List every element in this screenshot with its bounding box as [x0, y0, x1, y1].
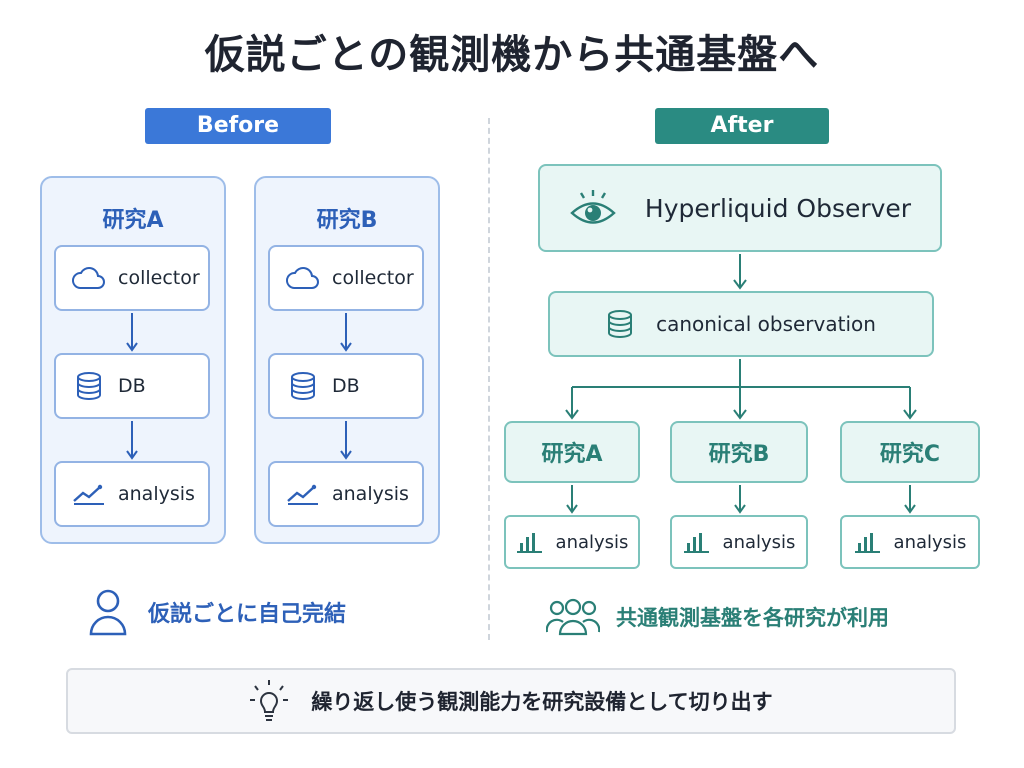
before-caption-row: 仮説ごとに自己完結 [88, 588, 346, 636]
canonical-label: canonical observation [656, 312, 876, 336]
column-title: 研究A [102, 208, 164, 233]
study-b-box: 研究B [670, 421, 808, 483]
after-label: After [655, 108, 829, 144]
bar-chart-icon [854, 531, 882, 553]
line-chart-icon [70, 479, 108, 509]
before-label: Before [145, 108, 331, 144]
analysis-label: analysis [332, 483, 409, 505]
cloud-icon [70, 263, 108, 293]
analysis-label: analysis [722, 531, 796, 553]
summary-text: 繰り返し使う観測能力を研究設備として切り出す [311, 690, 773, 714]
user-icon [88, 588, 128, 636]
collector-box: collector [268, 245, 424, 311]
observer-label: Hyperliquid Observer [644, 193, 912, 223]
after-caption-row: 共通観測基盤を各研究が利用 [546, 596, 889, 638]
line-chart-icon [284, 479, 322, 509]
study-a-box: 研究A [504, 421, 640, 483]
analysis-label: analysis [555, 531, 629, 553]
page-title: 仮説ごとの観測機から共通基盤へ [204, 32, 820, 78]
canonical-box: canonical observation [548, 291, 934, 357]
analysis-box: analysis [268, 461, 424, 527]
bar-chart-icon [516, 531, 544, 553]
after-caption: 共通観測基盤を各研究が利用 [616, 606, 889, 630]
collector-label: collector [332, 267, 414, 289]
collector-label: collector [118, 267, 200, 289]
db-label: DB [332, 375, 360, 397]
before-caption: 仮説ごとに自己完結 [148, 602, 347, 627]
database-icon [606, 309, 634, 339]
analysis-box: analysis [54, 461, 210, 527]
db-label: DB [118, 375, 146, 397]
db-box: DB [54, 353, 210, 419]
collector-box: collector [54, 245, 210, 311]
column-title: 研究B [316, 208, 378, 233]
section-divider [488, 118, 490, 640]
study-c-box: 研究C [840, 421, 980, 483]
eye-icon [569, 188, 617, 228]
summary-banner: 繰り返し使う観測能力を研究設備として切り出す [66, 668, 956, 734]
analysis-box: analysis [504, 515, 640, 569]
cloud-icon [284, 263, 322, 293]
users-icon [546, 598, 600, 636]
analysis-box: analysis [840, 515, 980, 569]
analysis-label: analysis [893, 531, 967, 553]
bar-chart-icon [683, 531, 711, 553]
analysis-box: analysis [670, 515, 808, 569]
lightbulb-icon [249, 679, 289, 723]
analysis-label: analysis [118, 483, 195, 505]
database-icon [70, 371, 108, 401]
db-box: DB [268, 353, 424, 419]
database-icon [284, 371, 322, 401]
observer-box: Hyperliquid Observer [538, 164, 942, 252]
